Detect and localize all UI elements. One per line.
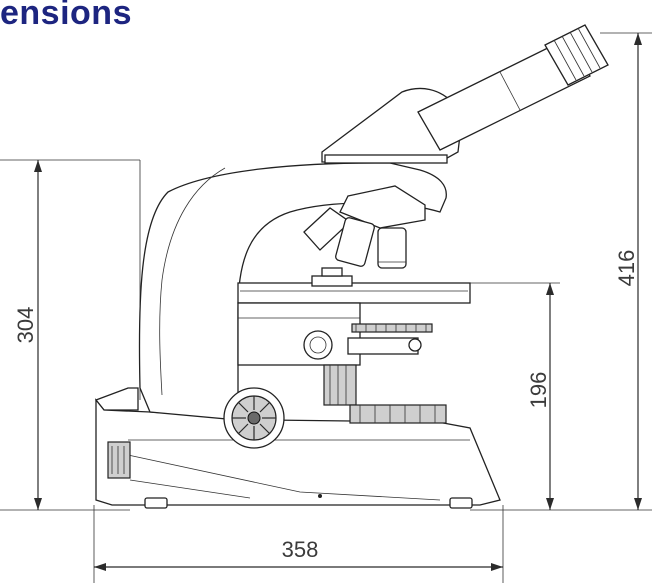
dim-358-arrow-left: [94, 563, 106, 571]
microscope: [94, 24, 609, 509]
microscope-stage: [237, 267, 471, 366]
dim-358-arrow-right: [491, 563, 503, 571]
dim-304-arrow-top: [34, 160, 42, 172]
nosepiece-objectives: [303, 185, 426, 269]
dim-416-arrow-top: [634, 33, 642, 45]
condenser: [323, 364, 447, 424]
page-title: ensions: [0, 0, 132, 32]
dim-416-label: 416: [614, 250, 639, 287]
dim-196-arrow-bottom: [546, 498, 554, 510]
dim-304-label: 304: [13, 307, 38, 344]
dim-416-arrow-bottom: [634, 498, 642, 510]
dim-304-arrow-bottom: [34, 498, 42, 510]
dim-358-label: 358: [282, 537, 319, 562]
focus-knob: [223, 387, 285, 449]
microscope-base: [94, 387, 501, 509]
dim-196-label: 196: [526, 372, 551, 409]
dim-196-arrow-top: [546, 283, 554, 295]
microscope-head: [321, 24, 609, 164]
